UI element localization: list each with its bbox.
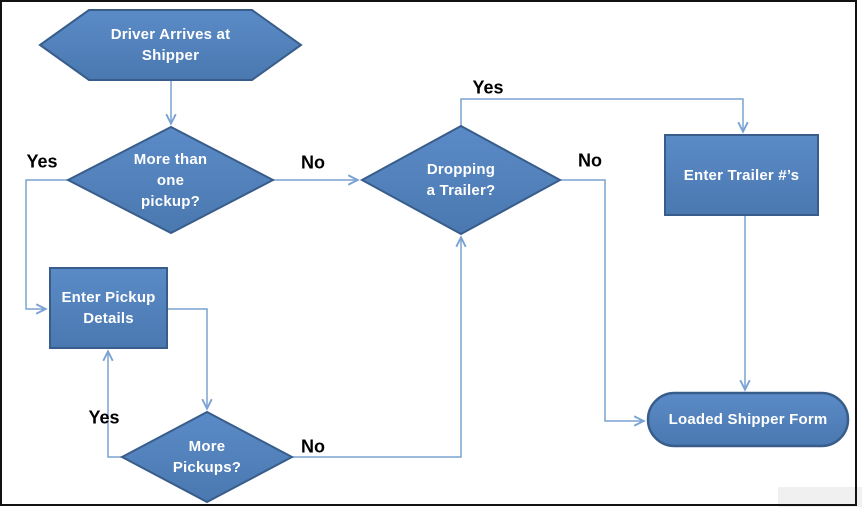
edge-no-to-loaded-shipper-form xyxy=(560,179,646,427)
node-more-pickups-diamond xyxy=(119,410,295,504)
edge-enter-pickup-details-to-more-pickups xyxy=(167,308,213,411)
node-start-hexagon xyxy=(38,9,303,81)
node-enter-pickup-details-rect xyxy=(49,267,168,349)
node-dropping-trailer-diamond xyxy=(359,124,563,236)
edge-yes-to-enter-trailer-numbers xyxy=(460,98,749,134)
edge-no-to-dropping-trailer-bottom xyxy=(292,235,467,458)
node-loaded-shipper-form-pill xyxy=(646,391,850,448)
node-enter-trailer-numbers-rect xyxy=(664,134,819,216)
node-more-than-one-pickup-diamond xyxy=(65,125,276,235)
corner-gray-box xyxy=(778,487,862,507)
edge-yes-to-enter-pickup-details xyxy=(25,179,68,315)
edge-yes-back-to-enter-pickup-details xyxy=(102,349,122,458)
